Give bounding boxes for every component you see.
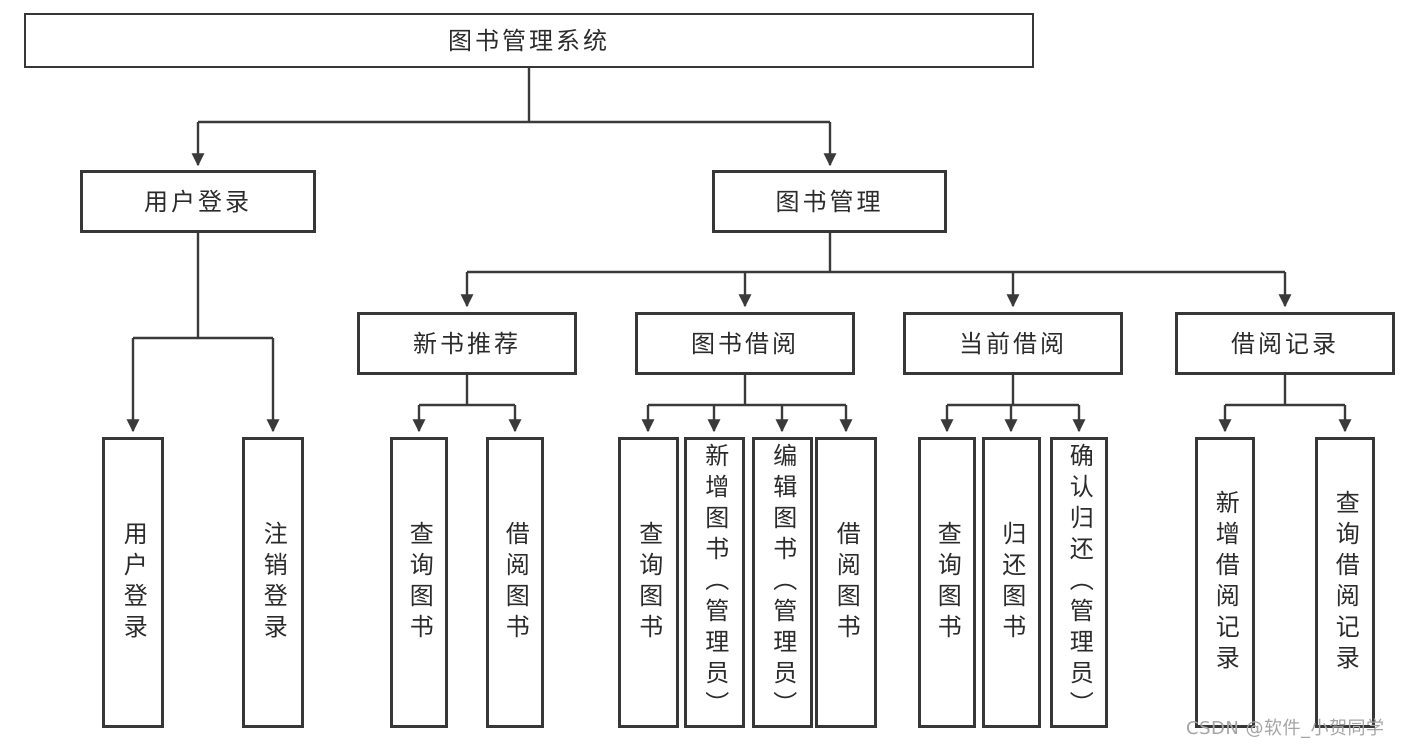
leaf-user-login: 用户登录 <box>102 437 164 728</box>
leaf-borrow-books-recommend: 借阅图书 <box>486 437 544 728</box>
node-book-management-label: 图书管理 <box>775 187 884 216</box>
node-root-label: 图书管理系统 <box>448 26 610 55</box>
leaf-add-book-admin-label: 新增图书（管理员） <box>700 443 729 722</box>
leaf-borrow-books-recommend-label: 借阅图书 <box>501 520 530 645</box>
leaf-query-books-recommend-label: 查询图书 <box>405 520 434 645</box>
leaf-query-books-recommend: 查询图书 <box>390 437 448 728</box>
node-root: 图书管理系统 <box>24 13 1034 68</box>
node-user-login-label: 用户登录 <box>144 187 252 216</box>
node-book-management: 图书管理 <box>712 170 947 233</box>
node-new-book-recommend-label: 新书推荐 <box>413 329 521 358</box>
arrow-connectors <box>126 122 1352 433</box>
leaf-edit-book-admin: 编辑图书（管理员） <box>752 437 813 728</box>
node-borrow-records: 借阅记录 <box>1175 312 1395 375</box>
leaf-return-books: 归还图书 <box>982 437 1041 728</box>
leaf-query-books-current-label: 查询图书 <box>933 520 962 645</box>
node-new-book-recommend: 新书推荐 <box>357 312 577 375</box>
leaf-confirm-return-admin: 确认归还（管理员） <box>1050 437 1108 728</box>
leaf-logout-label: 注销登录 <box>259 520 288 645</box>
leaf-borrow-books-label: 借阅图书 <box>832 520 861 645</box>
node-book-borrowing: 图书借阅 <box>635 312 855 375</box>
leaf-logout: 注销登录 <box>242 437 304 728</box>
leaf-add-book-admin: 新增图书（管理员） <box>684 437 745 728</box>
node-borrow-records-label: 借阅记录 <box>1231 329 1339 358</box>
leaf-return-books-label: 归还图书 <box>997 520 1026 645</box>
leaf-add-borrow-record-label: 新增借阅记录 <box>1211 489 1240 676</box>
leaf-user-login-label: 用户登录 <box>119 520 148 645</box>
leaf-query-books-borrowing: 查询图书 <box>618 437 679 728</box>
tree-trunk-lines <box>133 68 1345 407</box>
leaf-confirm-return-admin-label: 确认归还（管理员） <box>1065 443 1094 722</box>
leaf-add-borrow-record: 新增借阅记录 <box>1195 437 1255 728</box>
leaf-query-borrow-record: 查询借阅记录 <box>1315 437 1375 728</box>
leaf-query-books-current: 查询图书 <box>918 437 976 728</box>
leaf-edit-book-admin-label: 编辑图书（管理员） <box>768 443 797 722</box>
node-current-borrowing-label: 当前借阅 <box>959 329 1067 358</box>
node-user-login: 用户登录 <box>80 170 316 233</box>
node-current-borrowing: 当前借阅 <box>903 312 1123 375</box>
node-book-borrowing-label: 图书借阅 <box>691 329 799 358</box>
leaf-query-books-borrowing-label: 查询图书 <box>634 520 663 645</box>
leaf-borrow-books: 借阅图书 <box>815 437 877 728</box>
csdn-watermark: CSDN @软件_小贺同学 <box>1186 718 1385 739</box>
leaf-query-borrow-record-label: 查询借阅记录 <box>1331 489 1360 676</box>
